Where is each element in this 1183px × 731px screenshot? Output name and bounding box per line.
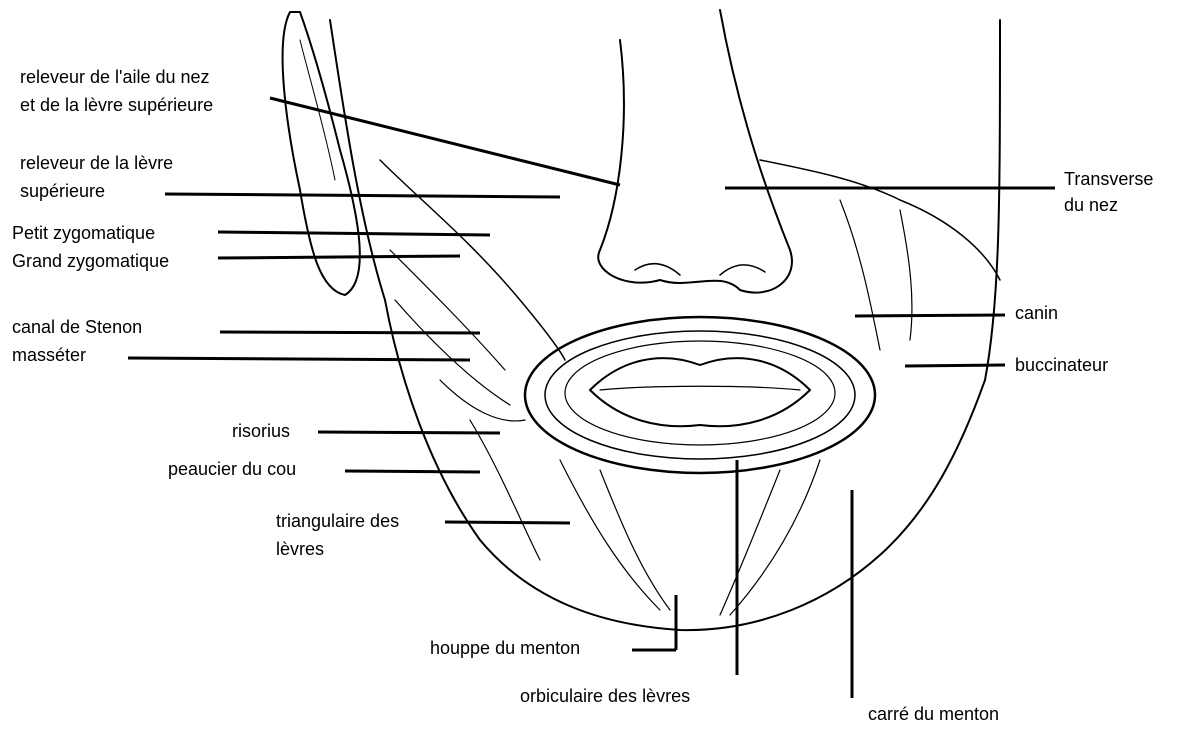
label-carre-menton: carré du menton: [868, 703, 999, 725]
label-transverse-nez-line1: Transverse: [1064, 168, 1153, 190]
leader-lines: [128, 98, 1055, 698]
label-buccinateur: buccinateur: [1015, 354, 1108, 376]
label-releveur-aile-nez-line2: et de la lèvre supérieure: [20, 94, 213, 116]
label-releveur-levre-sup-line1: releveur de la lèvre: [20, 152, 173, 174]
face-drawing: [283, 10, 1000, 630]
face-contour: [330, 20, 1000, 630]
label-triangulaire-line1: triangulaire des: [276, 510, 399, 532]
label-petit-zygomatique: Petit zygomatique: [12, 222, 155, 244]
label-releveur-levre-sup-line2: supérieure: [20, 180, 105, 202]
label-peaucier-cou: peaucier du cou: [168, 458, 296, 480]
label-grand-zygomatique: Grand zygomatique: [12, 250, 169, 272]
label-transverse-nez-line2: du nez: [1064, 194, 1118, 216]
label-houppe-menton: houppe du menton: [430, 637, 580, 659]
lips-opening: [590, 358, 810, 426]
label-releveur-aile-nez-line1: releveur de l'aile du nez: [20, 66, 210, 88]
nose-outline: [598, 10, 792, 293]
label-canal-stenon: canal de Stenon: [12, 316, 142, 338]
label-triangulaire-line2: lèvres: [276, 538, 324, 560]
label-risorius: risorius: [232, 420, 290, 442]
label-masseter: masséter: [12, 344, 86, 366]
ear-outline: [283, 12, 360, 295]
label-canin: canin: [1015, 302, 1058, 324]
label-orbiculaire-levres: orbiculaire des lèvres: [520, 685, 690, 707]
